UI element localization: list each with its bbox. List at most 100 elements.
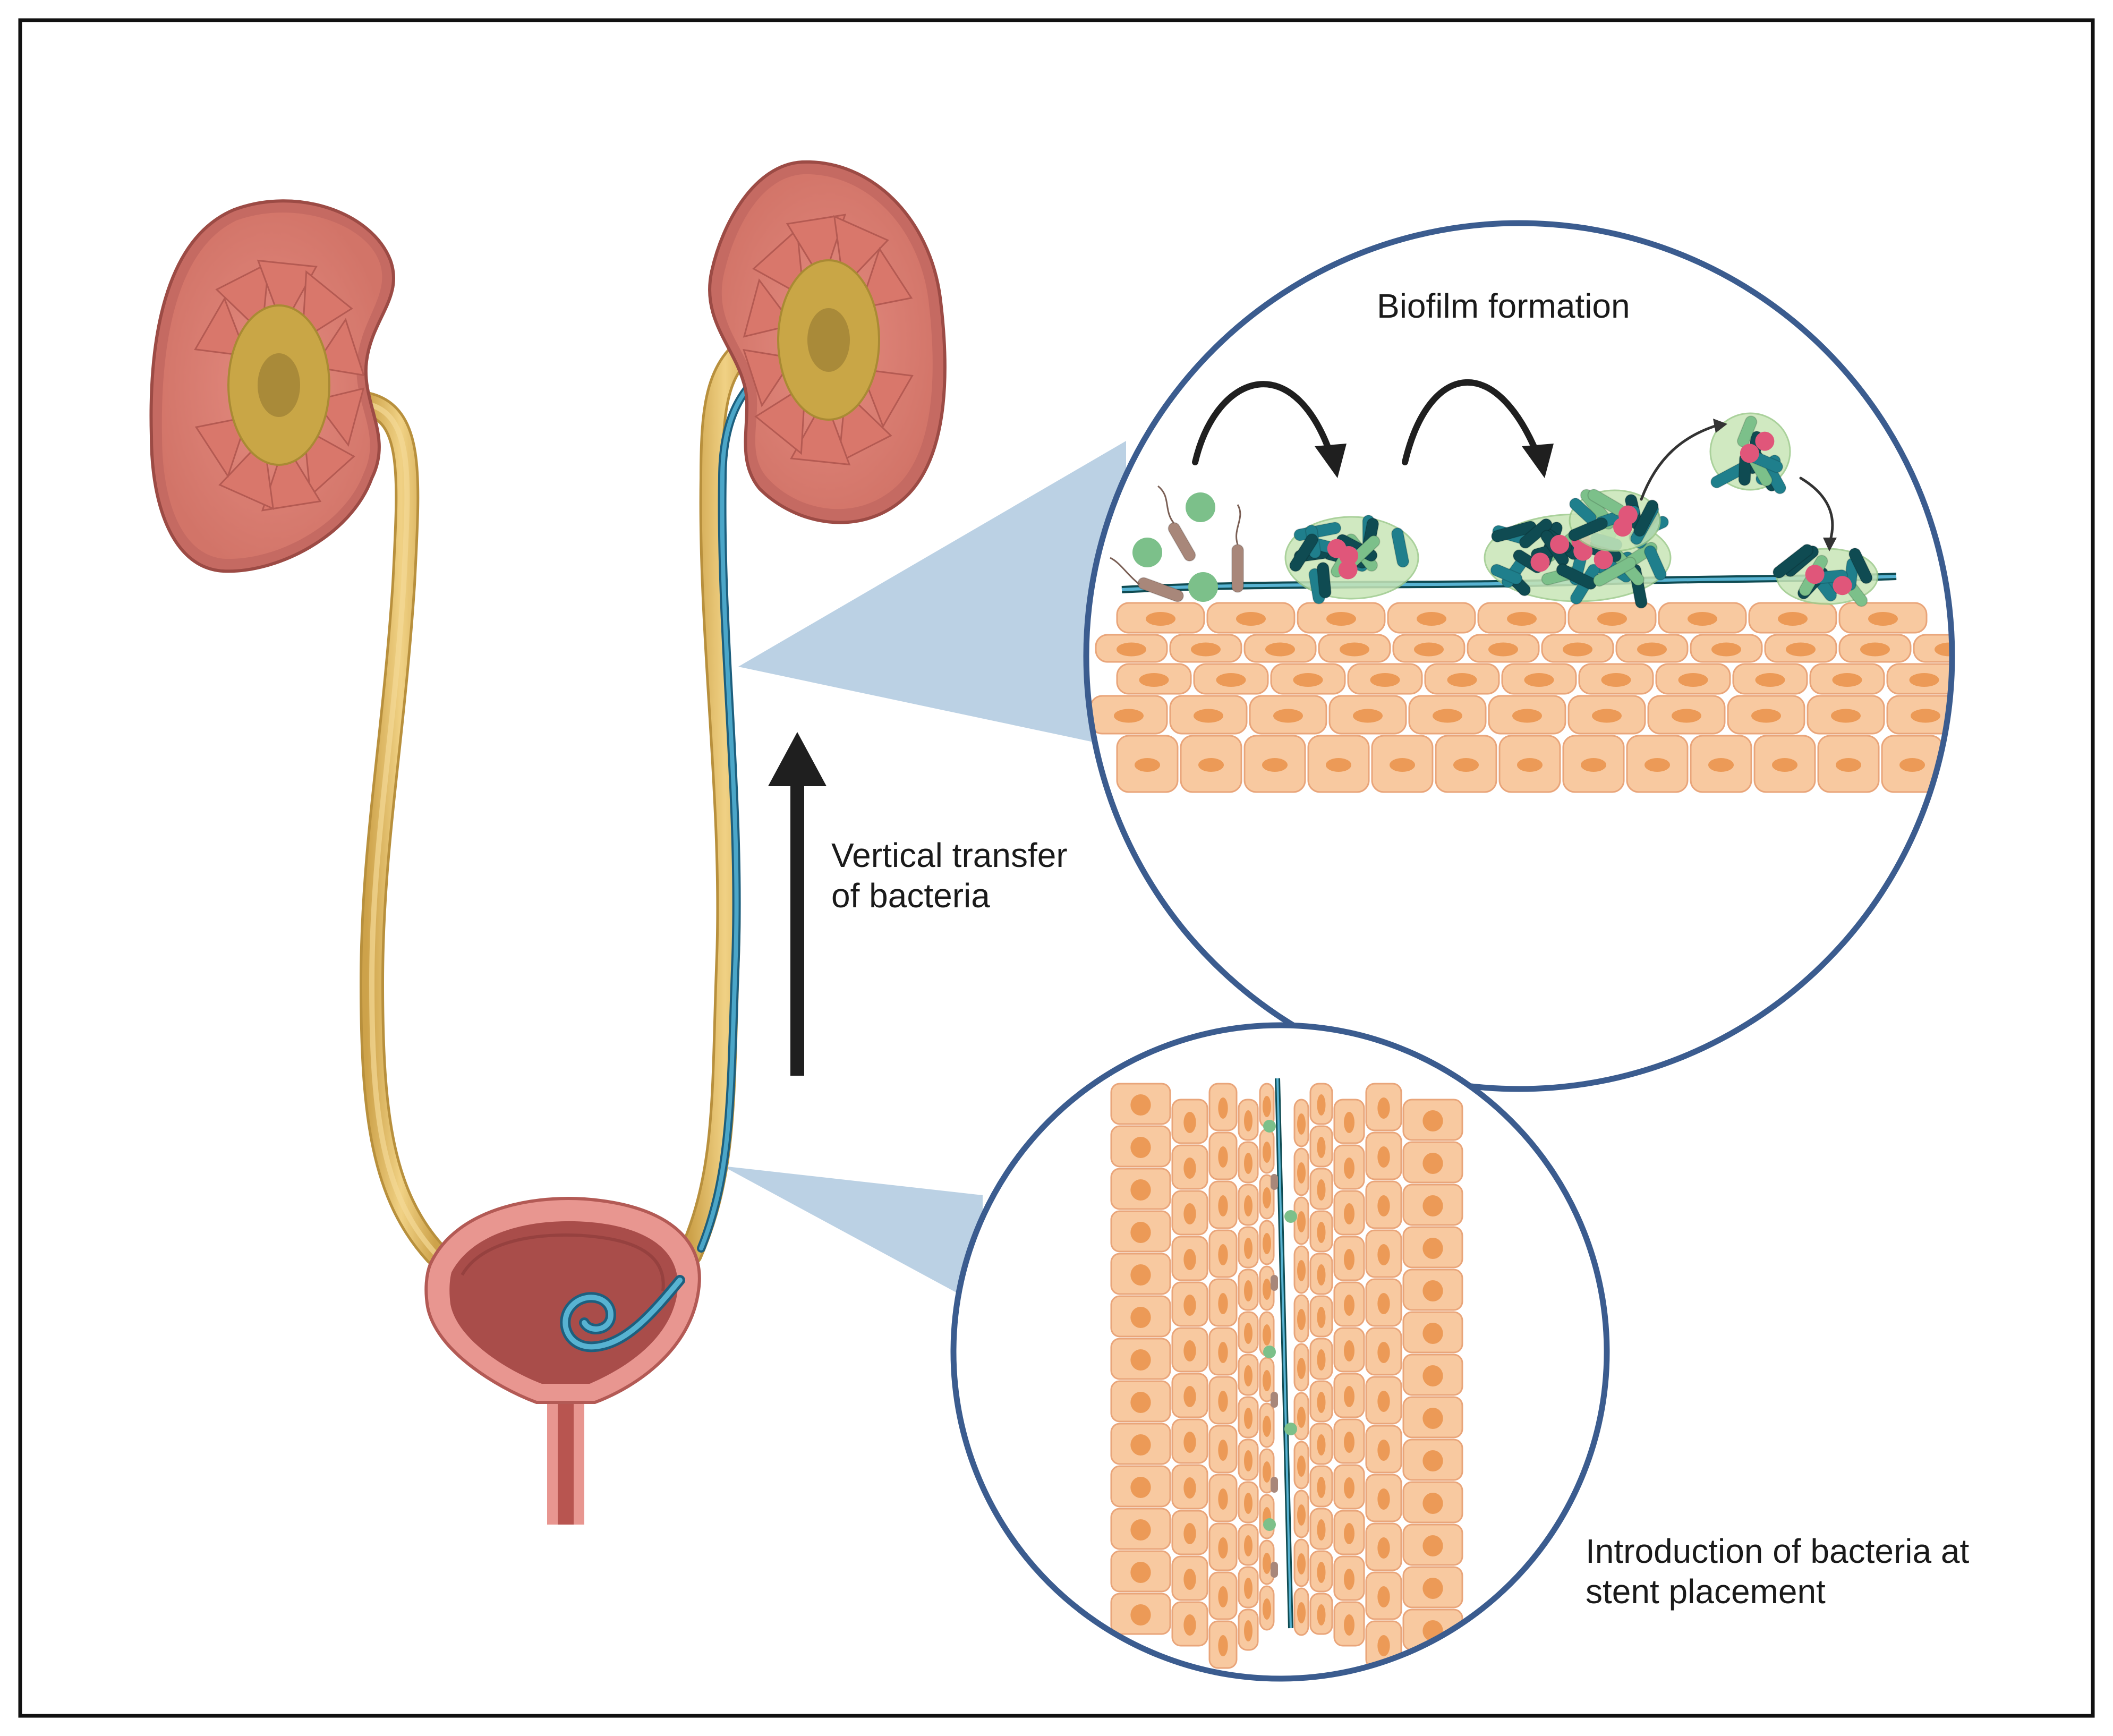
cell-nucleus [1244, 1408, 1253, 1429]
cell-nucleus [1218, 1244, 1228, 1265]
cell-nucleus [1422, 1408, 1443, 1429]
bacterium-coccus [1805, 565, 1825, 584]
cell-nucleus [1263, 1370, 1271, 1391]
stent-vertical-line [1275, 1078, 1293, 1629]
cell-nucleus [1422, 1195, 1443, 1216]
bacterium-coccus [1284, 1423, 1297, 1435]
cell-nucleus [1422, 1238, 1443, 1259]
cell-nucleus [1297, 1456, 1306, 1477]
bacterium-rod [1633, 499, 1659, 537]
bacterium-rod [1271, 1275, 1278, 1291]
cell-nucleus [1297, 1407, 1306, 1428]
cell-nucleus [1297, 1162, 1306, 1184]
curved-arrow-1 [1192, 381, 1336, 465]
cell-nucleus [1377, 1097, 1390, 1119]
cell-nucleus [1297, 1260, 1306, 1281]
cell-nucleus [1453, 758, 1479, 772]
introduction-label: Introduction of bacteria at stent placem… [1586, 1531, 1969, 1612]
cell-nucleus [1672, 709, 1701, 723]
cell-nucleus [1244, 1493, 1253, 1514]
bacterium-coccus [1186, 492, 1215, 522]
cell-nucleus [1218, 1488, 1228, 1510]
epithelium-tissue-bottom [1110, 1083, 1463, 1669]
cell-nucleus [1130, 1222, 1151, 1243]
cell-nucleus [1263, 1279, 1271, 1300]
cell-nucleus [1130, 1137, 1151, 1158]
cell-nucleus [1645, 758, 1670, 772]
cell-nucleus [1293, 673, 1323, 687]
bacterium-coccus [1833, 576, 1852, 595]
cell-nucleus [1297, 1553, 1306, 1575]
cell-nucleus [1183, 1203, 1196, 1224]
cell-nucleus [1297, 1602, 1306, 1623]
cell-nucleus [1218, 1635, 1228, 1656]
bacterium-rod [1491, 521, 1537, 543]
renal-pelvis-shade [258, 353, 300, 417]
cell-nucleus [1244, 1535, 1253, 1556]
bacterium-coccus [1530, 552, 1550, 572]
cell-nucleus [1563, 642, 1592, 657]
cell-nucleus [1273, 709, 1303, 723]
cell-nucleus [1218, 1293, 1228, 1314]
cell-nucleus [1422, 1110, 1443, 1131]
cell-nucleus [1414, 642, 1444, 657]
cell-nucleus [1422, 1578, 1443, 1599]
cell-nucleus [1344, 1203, 1354, 1224]
cell-nucleus [1198, 758, 1224, 772]
cell-nucleus [1130, 1179, 1151, 1201]
bacterium-rod [1848, 547, 1873, 584]
cell-nucleus [1708, 758, 1734, 772]
cell-nucleus [1244, 1110, 1253, 1131]
cell-nucleus [1778, 612, 1808, 626]
cell-nucleus [1244, 1578, 1253, 1599]
bacterium-rod [1289, 533, 1318, 572]
cell-nucleus [1216, 673, 1246, 687]
cell-nucleus [1678, 673, 1708, 687]
zoom-circle-biofilm [1083, 220, 1955, 1092]
cell-nucleus [1317, 1434, 1326, 1456]
cell-nucleus [1377, 1391, 1390, 1412]
cell-nucleus [1344, 1386, 1354, 1407]
flagellum [1157, 485, 1175, 524]
bladder-icon [424, 1197, 701, 1525]
cell-nucleus [1377, 1293, 1390, 1314]
cell-nucleus [1447, 673, 1477, 687]
bacteria-icon [1263, 1120, 1297, 1578]
cell-nucleus [1377, 1342, 1390, 1363]
cell-nucleus [1297, 1358, 1306, 1379]
cell-nucleus [1244, 1323, 1253, 1344]
cell-nucleus [1130, 1307, 1151, 1328]
cell-nucleus [1263, 1233, 1271, 1254]
cell-nucleus [1130, 1094, 1151, 1116]
stent-coil-bladder-icon [560, 1275, 685, 1352]
cell-nucleus [1507, 612, 1537, 626]
renal-pyramid [752, 228, 805, 298]
cell-nucleus [1130, 1604, 1151, 1626]
cell-nucleus [1592, 709, 1622, 723]
renal-pyramid [194, 296, 248, 357]
cell-nucleus [1899, 758, 1925, 772]
cell-nucleus [1377, 1146, 1390, 1168]
cell-nucleus [1377, 1488, 1390, 1510]
renal-pyramid [257, 259, 318, 329]
cell-nucleus [1263, 1324, 1271, 1346]
bacterium-rod [1519, 518, 1553, 549]
small-arrow-1 [1640, 423, 1720, 501]
cell-nucleus [1317, 1137, 1326, 1158]
cell-nucleus [1377, 1537, 1390, 1559]
cell-nucleus [1340, 642, 1369, 657]
cell-nucleus [1597, 612, 1627, 626]
small-arrow-2 [1799, 476, 1834, 543]
cell-nucleus [1317, 1562, 1326, 1583]
cell-nucleus [1751, 709, 1781, 723]
cell-nucleus [1317, 1264, 1326, 1286]
cell-nucleus [1218, 1537, 1228, 1559]
cell-nucleus [1422, 1280, 1443, 1301]
cell-nucleus [1317, 1604, 1326, 1626]
bacterium-coccus [1740, 444, 1759, 463]
bacterium-rod [1271, 1392, 1278, 1408]
vertical-transfer-label: Vertical transfer of bacteria [831, 835, 1068, 916]
renal-pyramid [261, 441, 322, 512]
